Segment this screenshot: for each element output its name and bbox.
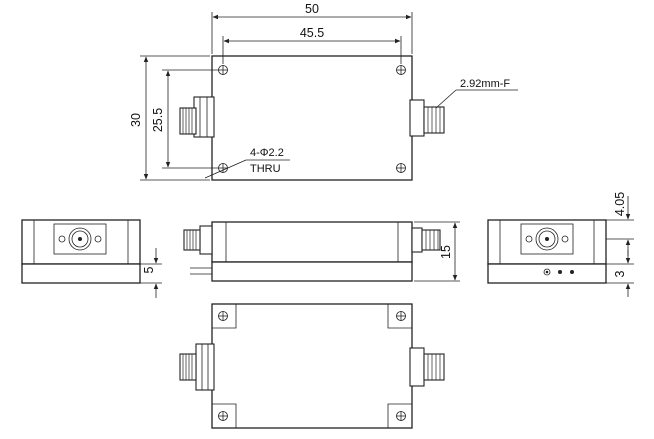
- dim-label-25-5: 25.5: [151, 108, 165, 132]
- dimension-overall-length: 50: [211, 2, 413, 54]
- sma-connector-icon: [525, 227, 569, 251]
- dimension-base-thickness: 5: [140, 248, 162, 298]
- left-connector-top: [179, 96, 215, 138]
- right-connector-side: [411, 227, 441, 253]
- dim-label-45-5: 45.5: [300, 26, 324, 40]
- hole-callout: 4-Φ2.2 THRU: [204, 147, 290, 179]
- dimension-body-height: 15: [414, 221, 460, 282]
- dim-label-15: 15: [439, 245, 453, 259]
- dimension-hole-spacing-length: 45.5: [222, 26, 402, 64]
- right-end-view: [487, 219, 607, 284]
- indicator-dot-icon: [543, 268, 574, 276]
- dim-label-30: 30: [129, 113, 143, 127]
- dimension-hole-spacing-width: 25.5: [151, 69, 218, 169]
- hole-count-label: 4-Φ2.2: [250, 147, 284, 159]
- hole-type-label: THRU: [250, 163, 281, 175]
- left-connector-bottom: [179, 343, 215, 391]
- right-connector-bottom: [409, 347, 445, 387]
- dim-label-5: 5: [142, 266, 156, 273]
- right-connector-top: [409, 99, 445, 137]
- bottom-view: [179, 303, 445, 429]
- dimension-side-offset: 3: [606, 250, 634, 297]
- connector-label: 2.92mm-F: [460, 78, 510, 90]
- left-end-view: [21, 219, 141, 284]
- dim-label-3: 3: [613, 270, 627, 277]
- dimension-overall-width: 30: [129, 55, 210, 181]
- sma-connector-icon: [58, 227, 102, 251]
- connector-callout: 2.92mm-F: [435, 78, 518, 109]
- top-view-body: [211, 55, 413, 181]
- side-view: [183, 221, 441, 282]
- dim-label-4-05: 4.05: [613, 192, 627, 216]
- dim-label-50: 50: [305, 2, 319, 16]
- left-connector-side: [183, 225, 213, 275]
- top-view: [179, 55, 445, 181]
- mount-hole-icon: [218, 311, 406, 421]
- mount-hole-icon: [218, 65, 406, 173]
- dimension-connector-offset: 4.05: [606, 192, 634, 256]
